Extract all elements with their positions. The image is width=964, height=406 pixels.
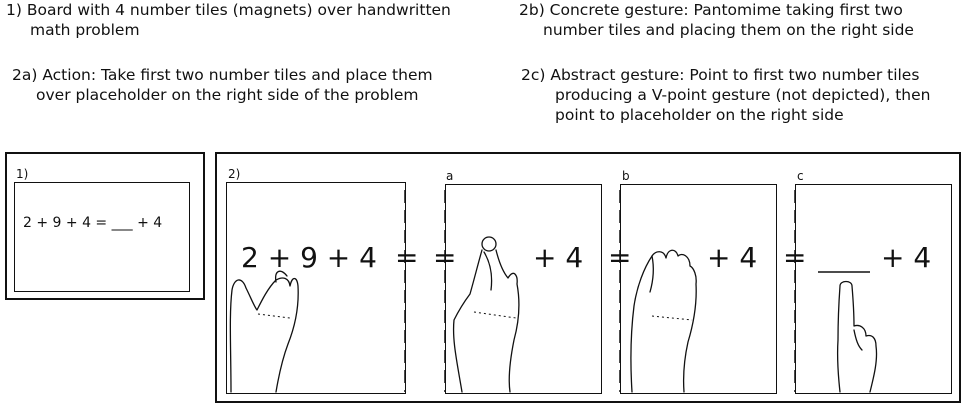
hand-icon — [229, 270, 299, 393]
frame-c-label: c — [797, 169, 804, 183]
board-1 — [14, 182, 190, 292]
frame-a-right-expression: + 4 — [533, 241, 584, 274]
caption-1-line2: math problem — [30, 21, 140, 39]
panel-1-label: 1) — [16, 167, 29, 181]
panel-2 — [215, 152, 961, 403]
caption-2c: 2c) Abstract gesture: Point to first two… — [521, 65, 930, 125]
hand-pinch-icon — [452, 236, 520, 393]
hand-pantomime-icon — [630, 249, 697, 393]
caption-2a-line2: over placeholder on the right side of th… — [36, 86, 419, 104]
frame-c — [795, 184, 952, 394]
frame-c-equals-sign: = — [783, 241, 807, 274]
frame-a-equals-sign: = — [433, 241, 457, 274]
frame-b-equals-sign: = — [608, 241, 632, 274]
frame-main — [226, 182, 406, 394]
caption-2a-line1: 2a) Action: Take first two number tiles … — [12, 66, 433, 84]
frame-b-right-expression: + 4 — [707, 241, 758, 274]
panel-2-label: 2) — [228, 167, 241, 181]
main-left-expression: 2 + 9 + 4 — [241, 241, 377, 274]
caption-2c-line3: point to placeholder on the right side — [555, 106, 844, 124]
caption-2c-line2: producing a V-point gesture (not depicte… — [555, 86, 931, 104]
main-equals-sign: = — [395, 241, 419, 274]
caption-1-line1: 1) Board with 4 number tiles (magnets) o… — [6, 1, 451, 19]
frame-b — [620, 184, 777, 394]
board-1-equation: 2 + 9 + 4 = ___ + 4 — [23, 215, 163, 231]
caption-2a: 2a) Action: Take first two number tiles … — [12, 65, 433, 105]
caption-2b: 2b) Concrete gesture: Pantomime taking f… — [519, 0, 914, 40]
panel-1 — [5, 152, 205, 300]
caption-1: 1) Board with 4 number tiles (magnets) o… — [6, 0, 451, 40]
caption-2b-line2: number tiles and placing them on the rig… — [543, 21, 914, 39]
caption-2c-line1: 2c) Abstract gesture: Point to first two… — [521, 66, 920, 84]
caption-2b-line1: 2b) Concrete gesture: Pantomime taking f… — [519, 1, 903, 19]
frame-c-right-expression: + 4 — [881, 241, 932, 274]
hand-point-icon — [836, 280, 878, 393]
frame-b-label: b — [622, 169, 630, 183]
frame-a-label: a — [446, 169, 454, 183]
